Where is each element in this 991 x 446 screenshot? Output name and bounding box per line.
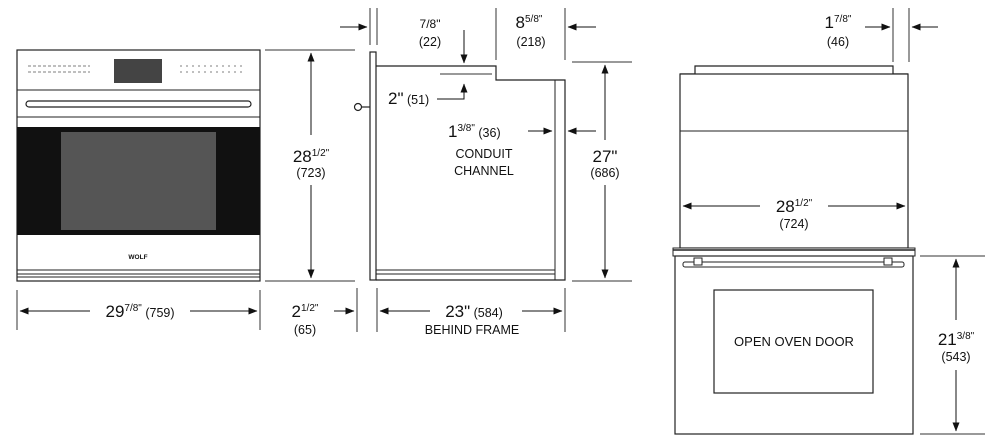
frame-depth-metric: (22) — [419, 35, 441, 49]
conduit-label-line1: CONDUIT — [456, 147, 513, 161]
handle-depth-label: 21/2" — [292, 302, 319, 321]
top-offset-label: 17/8" — [825, 13, 852, 32]
depth-label: 23" (584) — [445, 302, 503, 321]
door-depth-metric: (543) — [941, 350, 970, 364]
conduit-channel — [554, 79, 566, 281]
front-height-label: 281/2" — [293, 147, 330, 166]
conduit-label-line2: CHANNEL — [454, 164, 514, 178]
control-panel — [17, 59, 260, 91]
handle-knob — [353, 102, 363, 112]
top-lid — [680, 65, 908, 75]
body-height-metric: (686) — [590, 166, 619, 180]
brand-logo: WOLF — [128, 254, 147, 261]
conduit-width-label: 13/8" (36) — [448, 122, 501, 141]
oven-window — [61, 132, 216, 230]
oven-body-profile — [376, 65, 566, 281]
drop-label: 2" (51) — [388, 89, 429, 108]
frame-depth-label: 7/8" — [420, 17, 441, 31]
handle-depth-metric: (65) — [294, 323, 316, 337]
top-width-label: 281/2" — [776, 197, 813, 216]
front-height-metric: (723) — [296, 166, 325, 180]
top-width-metric: (724) — [779, 217, 808, 231]
door-handle — [25, 100, 252, 108]
open-door-label: OPEN OVEN DOOR — [734, 334, 854, 349]
depth-note: BEHIND FRAME — [425, 323, 519, 337]
top-step-metric: (218) — [516, 35, 545, 49]
front-view: WOLF 297/8" (759) 281/2" (723) — [16, 49, 355, 330]
top-view: OPEN OVEN DOOR 17/8" (46) 281/2" (724) 2… — [672, 8, 985, 435]
dimension-arrow — [437, 83, 468, 100]
body-height-label: 27" — [593, 147, 618, 166]
top-offset-metric: (46) — [827, 35, 849, 49]
top-step-label: 85/8" — [516, 13, 543, 32]
door-window — [713, 289, 874, 394]
side-view: 7/8" (22) 85/8" (218) 2" (51) 13/8" (36)… — [292, 8, 632, 337]
door-handle-top — [682, 261, 905, 268]
display-screen — [114, 59, 162, 83]
door-depth-label: 213/8" — [938, 330, 975, 349]
oven-top-body — [679, 73, 909, 249]
front-trim — [672, 247, 916, 257]
front-frame — [369, 51, 377, 281]
front-width-label: 297/8" (759) — [105, 302, 174, 321]
